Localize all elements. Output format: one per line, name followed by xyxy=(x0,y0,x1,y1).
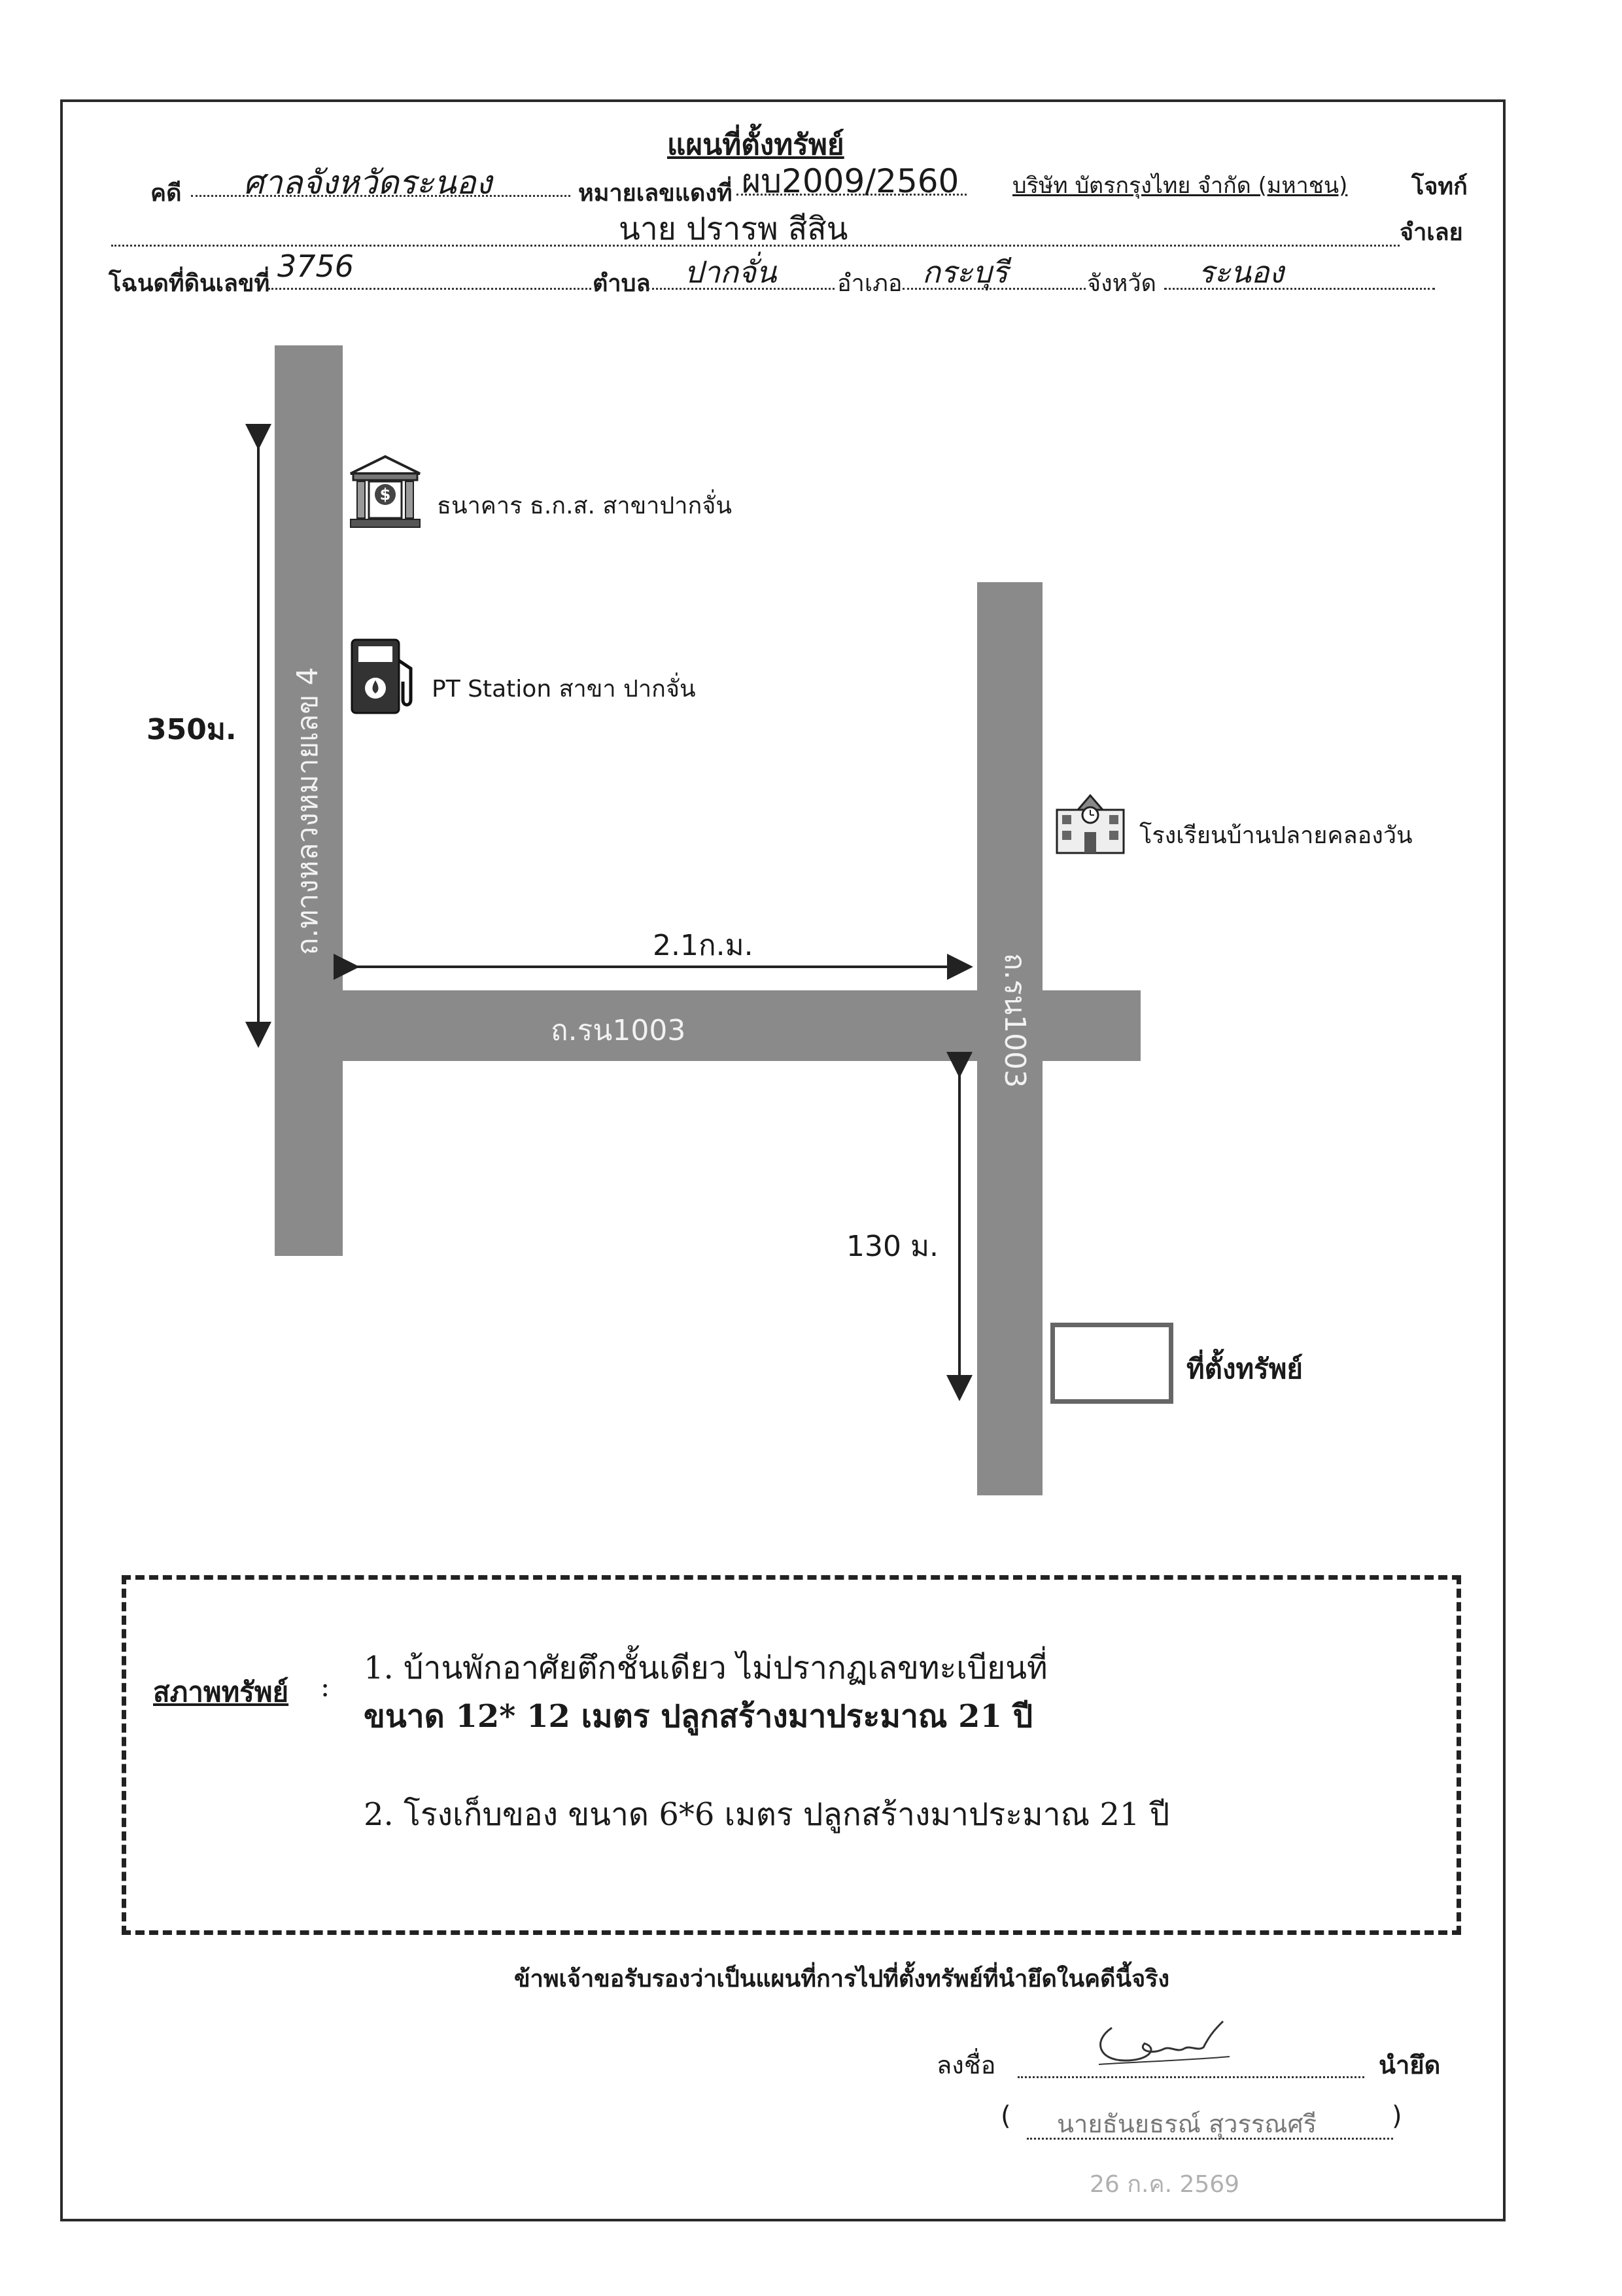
property-label: ที่ตั้งทรัพย์ xyxy=(1186,1353,1303,1385)
gas-pump-icon xyxy=(351,638,413,714)
property-square-icon xyxy=(1050,1323,1173,1404)
signer-name-line: นายธันยธรณ์ สุวรรณศรี xyxy=(1027,2106,1393,2140)
open-paren: ( xyxy=(1001,2101,1011,2131)
deed-value: 3756 xyxy=(277,249,354,284)
document-title: แผนที่ตั้งทรัพย์ xyxy=(667,128,844,162)
district-label: อำเภอ xyxy=(837,270,903,297)
condition-colon: : xyxy=(320,1671,330,1703)
defendant-label: จำเลย xyxy=(1400,219,1463,246)
district-value: กระบุรี xyxy=(922,254,1009,290)
case-label: คดี xyxy=(150,180,182,207)
subdistrict-value: ปากจั่น xyxy=(684,254,777,290)
defendant-field: นาย ปรารพ สีสิน xyxy=(111,208,1400,247)
court-field: ศาลจังหวัดระนอง xyxy=(191,164,570,201)
province-label: จังหวัด xyxy=(1087,270,1156,297)
deed-label: โฉนดที่ดินเลขที่ xyxy=(109,270,270,297)
school-icon xyxy=(1056,793,1125,854)
handwritten-signature xyxy=(1098,2020,1230,2065)
district-field: กระบุรี xyxy=(903,254,1086,290)
court-value: ศาลจังหวัดระนอง xyxy=(243,164,492,201)
date-stamp: 26 ก.ค. 2569 xyxy=(1090,2171,1240,2198)
svg-text:$: $ xyxy=(380,485,391,504)
sign-label: ลงชื่อ xyxy=(937,2051,996,2079)
condition-item-1-line-1: 1. บ้านพักอาศัยตึกชั้นเดียว ไม่ปรากฏเลขท… xyxy=(364,1650,1048,1686)
subdistrict-field: ปากจั่น xyxy=(647,254,835,290)
signature-role: นำยึด xyxy=(1379,2051,1441,2079)
red-case-label: หมายเลขแดงที่ xyxy=(578,180,733,207)
defendant-value: นาย ปรารพ สีสิน xyxy=(619,211,848,247)
bank-label: ธนาคาร ธ.ก.ส. สาขาปากจั่น xyxy=(437,493,732,519)
close-paren: ) xyxy=(1392,2101,1402,2131)
certification-text: ข้าพเจ้าขอรับรองว่าเป็นแผนที่การไปที่ตั้… xyxy=(514,1966,1170,1992)
dim-label-130m: 130 ม. xyxy=(846,1230,939,1263)
dim-label-350m: 350ม. xyxy=(147,713,237,746)
plaintiff-label: โจทก์ xyxy=(1411,173,1468,200)
document-frame xyxy=(60,99,1506,2221)
condition-item-2: 2. โรงเก็บของ ขนาด 6*6 เมตร ปลูกสร้างมาป… xyxy=(364,1796,1170,1833)
condition-label: สภาพทรัพย์ xyxy=(153,1676,289,1708)
province-value: ระนอง xyxy=(1198,254,1284,290)
plaintiff-value: บริษัท บัตรกรุงไทย จำกัด (มหาชน) xyxy=(1012,173,1348,199)
road-rn-h-label: ถ.รน1003 xyxy=(551,1014,686,1047)
road-highway-4 xyxy=(275,345,343,1256)
signature-line xyxy=(1018,2046,1364,2078)
condition-box xyxy=(122,1575,1461,1935)
subdistrict-label: ตำบล xyxy=(593,270,651,297)
school-label: โรงเรียนบ้านปลายคลองวัน xyxy=(1139,822,1413,849)
bank-icon: $ xyxy=(350,455,421,528)
signer-name: นายธันยธรณ์ สุวรรณศรี xyxy=(1057,2110,1317,2138)
road-rn1003-vertical xyxy=(977,582,1043,1495)
dim-label-2-1km: 2.1ก.ม. xyxy=(653,929,753,962)
condition-item-1-line-2: ขนาด 12* 12 เมตร ปลูกสร้างมาประมาณ 21 ปี xyxy=(364,1698,1033,1735)
deed-field: 3756 xyxy=(268,249,591,290)
red-case-field: ผบ2009/2560 xyxy=(736,161,967,200)
red-case-value: ผบ2009/2560 xyxy=(742,162,959,200)
gas-station-label: PT Station สาขา ปากจั่น xyxy=(432,676,696,703)
province-field: ระนอง xyxy=(1164,254,1435,290)
